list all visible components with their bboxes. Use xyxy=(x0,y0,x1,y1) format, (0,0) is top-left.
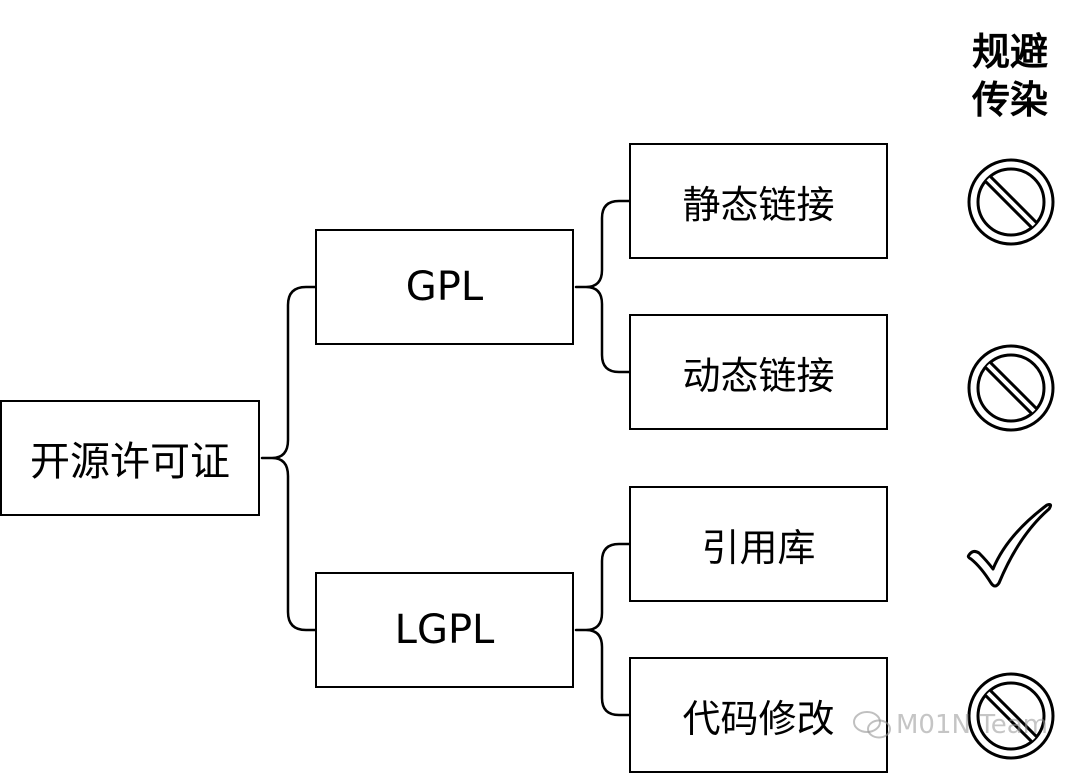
header-line-2: 传染 xyxy=(971,78,1048,122)
leaf-node-dynamic-linking: 动态链接 xyxy=(629,314,888,430)
prohibited-icon xyxy=(967,344,1055,432)
leaf-node-code-modification: 代码修改 xyxy=(629,657,888,773)
leaf-node-static-linking: 静态链接 xyxy=(629,143,888,259)
gpl-bracket xyxy=(574,199,631,374)
prohibited-icon xyxy=(967,158,1055,246)
column-header-avoid-infection: 规避 传染 xyxy=(960,28,1060,124)
wechat-icon xyxy=(853,711,891,739)
lgpl-bracket xyxy=(574,542,631,717)
watermark-text: M01N Team xyxy=(896,710,1048,740)
watermark: M01N Team xyxy=(852,710,1048,740)
prohibited-icon xyxy=(967,672,1055,760)
root-bracket xyxy=(260,285,317,632)
header-line-1: 规避 xyxy=(971,30,1048,74)
branch-node-gpl: GPL xyxy=(315,229,574,345)
branch-node-lgpl: LGPL xyxy=(315,572,574,688)
root-node: 开源许可证 xyxy=(0,400,260,516)
leaf-node-library-reference: 引用库 xyxy=(629,486,888,602)
check-icon xyxy=(966,503,1053,588)
